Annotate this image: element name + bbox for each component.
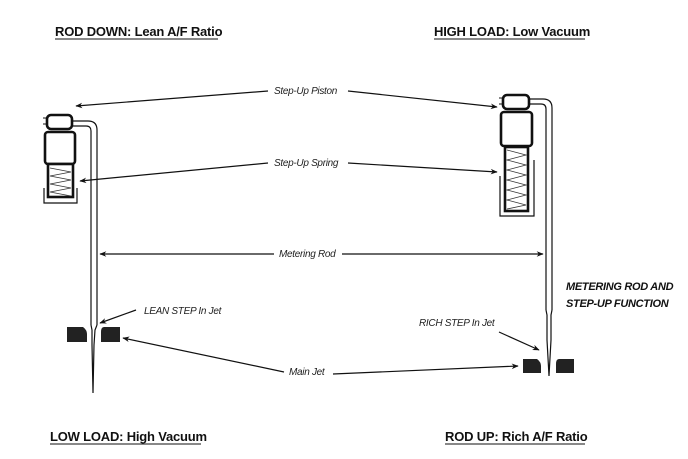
- arrow-rich-step: [498, 331, 540, 351]
- arrow-left: [75, 90, 269, 109]
- callout-lean-step: LEAN STEP In Jet: [99, 306, 223, 324]
- rod-inner-edge: [529, 103, 547, 310]
- step-up-piston-right: [499, 93, 534, 213]
- callout-step-up-piston: Step-Up Piston: [75, 86, 498, 110]
- arrow-right: [347, 162, 498, 175]
- heading-bottom-left: LOW LOAD: High Vacuum: [50, 429, 207, 445]
- spring-cup-left: [43, 188, 78, 204]
- main-jet-right-a: [523, 359, 541, 373]
- right-assembly: [499, 93, 574, 377]
- callout-rich-step: RICH STEP In Jet: [419, 318, 540, 351]
- callout-step-up-spring: Step-Up Spring: [79, 158, 498, 184]
- label-main-jet: Main Jet: [289, 367, 326, 378]
- heading-rod-down: ROD DOWN: Lean A/F Ratio: [55, 24, 223, 39]
- callout-metering-rod: Metering Rod: [99, 249, 544, 260]
- function-label-line-1: METERING ROD AND: [566, 281, 674, 293]
- heading-top-left: ROD DOWN: Lean A/F Ratio: [55, 24, 223, 40]
- rod-outer-edge: [72, 120, 98, 325]
- label-rich-step: RICH STEP In Jet: [419, 318, 496, 329]
- heading-bottom-right: ROD UP: Rich A/F Ratio: [445, 429, 588, 445]
- heading-high-load: HIGH LOAD: Low Vacuum: [434, 24, 590, 39]
- step-up-spring-right: [505, 149, 528, 210]
- main-jet-right-b: [556, 359, 574, 373]
- callout-main-jet: Main Jet: [122, 336, 519, 378]
- left-assembly: [43, 113, 120, 394]
- arrow-lean-step: [99, 309, 137, 324]
- arrow-left: [79, 162, 269, 184]
- step-up-piston-left: [43, 113, 77, 199]
- main-jet-left-b: [101, 327, 120, 342]
- label-metering-rod: Metering Rod: [279, 249, 336, 260]
- arrow-right: [332, 363, 519, 375]
- rod-outer-edge: [529, 98, 553, 310]
- step-up-spring-left: [49, 167, 72, 197]
- spring-cup-right: [499, 160, 535, 217]
- label-lean-step: LEAN STEP In Jet: [144, 306, 223, 317]
- function-label-line-2: STEP-UP FUNCTION: [566, 298, 670, 310]
- heading-low-load: LOW LOAD: High Vacuum: [50, 429, 207, 444]
- heading-rod-up: ROD UP: Rich A/F Ratio: [445, 429, 588, 444]
- label-step-up-piston: Step-Up Piston: [274, 86, 338, 97]
- function-label: METERING ROD AND STEP-UP FUNCTION: [566, 281, 674, 310]
- heading-top-right: HIGH LOAD: Low Vacuum: [434, 24, 590, 40]
- metering-rod-tip: [90, 324, 98, 394]
- arrow-right: [347, 90, 498, 110]
- label-step-up-spring: Step-Up Spring: [274, 158, 339, 169]
- main-jet-left-a: [67, 327, 87, 342]
- rod-inner-edge: [72, 125, 92, 325]
- metering-rod-tip: [545, 309, 553, 377]
- arrow-left: [122, 336, 285, 373]
